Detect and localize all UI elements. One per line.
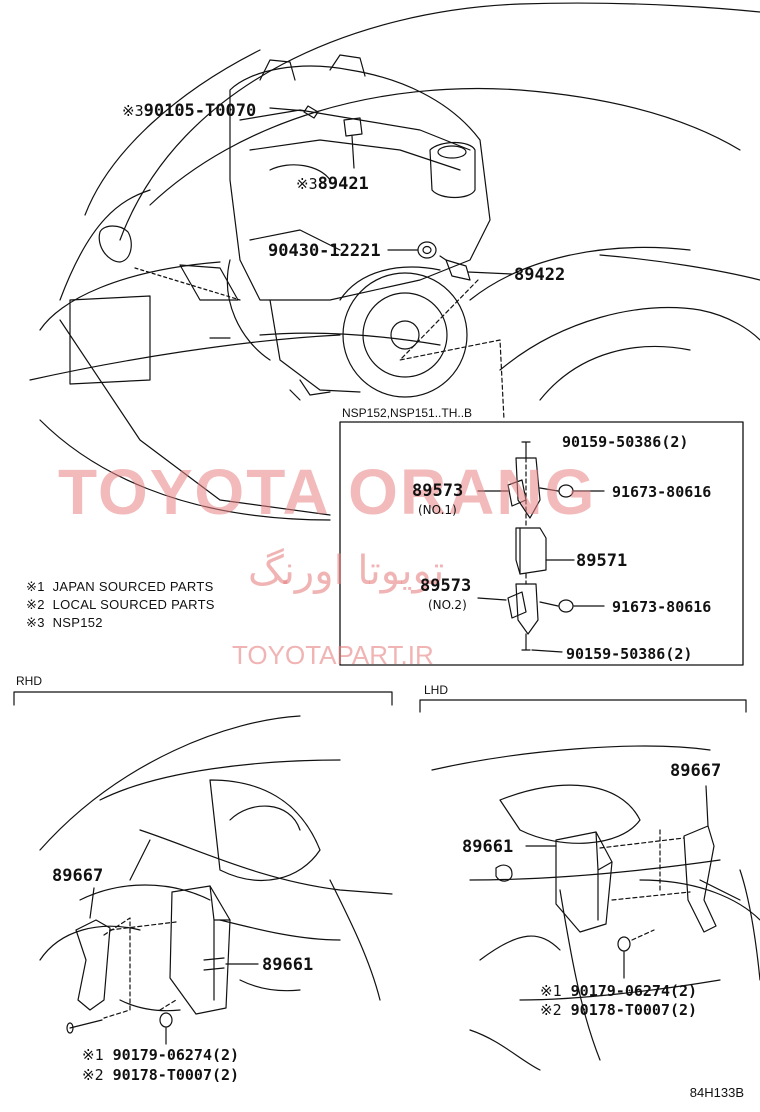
note-mark: ※3 <box>296 175 318 193</box>
part-89421-sensor-drawing <box>343 117 363 169</box>
label-90159-top: 90159-50386(2) <box>562 433 689 451</box>
part-89422-sensor-drawing <box>439 255 513 281</box>
legend-item-japan: ※1 JAPAN SOURCED PARTS <box>26 579 214 594</box>
detail-box-parts <box>477 441 605 653</box>
label-lhd-90179: ※1 90179-06274(2) <box>540 982 698 1000</box>
engine-assembly <box>226 54 491 401</box>
lhd-nut-drawing <box>617 929 655 979</box>
rhd-bracket-drawing <box>66 887 177 1034</box>
label-91673-top: 91673-80616 <box>612 483 712 501</box>
label-89422: 89422 <box>514 265 566 285</box>
label-89573-no1: 89573 <box>412 481 464 501</box>
label-rhd-90179: ※1 90179-06274(2) <box>82 1046 240 1064</box>
section-title-lhd: LHD <box>424 683 449 697</box>
label-89571: 89571 <box>576 551 628 571</box>
label-91673-bottom: 91673-80616 <box>612 598 712 616</box>
detail-box-title: NSP152,NSP151..TH..B <box>342 406 473 420</box>
lhd-section-bracket <box>419 699 747 713</box>
lhd-small-clip-drawing <box>495 864 513 882</box>
note-mark: ※3 <box>122 102 144 120</box>
rhd-interior-outline <box>39 715 393 1012</box>
label-90159-bottom: 90159-50386(2) <box>566 645 693 663</box>
label-rhd-89667: 89667 <box>52 866 104 886</box>
label-lhd-89661: 89661 <box>462 837 514 857</box>
lhd-interior-outline <box>431 745 760 1071</box>
legend-item-nsp152: ※3 NSP152 <box>26 615 103 630</box>
rhd-ecu-drawing <box>169 885 259 1015</box>
label-90430: 90430-12221 <box>268 241 381 261</box>
lhd-bracket-drawing <box>599 785 717 933</box>
label-rhd-89661: 89661 <box>262 955 314 975</box>
label-lhd-90178: ※2 90178-T0007(2) <box>540 1001 698 1019</box>
part-90430-gasket-drawing <box>387 241 437 259</box>
label-89421: ※389421 <box>296 174 369 194</box>
leader-to-detail-box <box>399 279 505 421</box>
watermark-url: TOYOTAPART.IR <box>232 640 434 670</box>
section-title-rhd: RHD <box>16 674 42 688</box>
watermark-persian: تویوتا اورنگ <box>248 548 445 594</box>
label-90105: ※390105-T0070 <box>122 101 257 121</box>
rhd-nut-drawing <box>159 999 177 1045</box>
rhd-section-bracket <box>13 691 393 706</box>
detail-box-frame <box>339 421 744 666</box>
lhd-ecu-drawing <box>525 831 613 933</box>
label-rhd-90178: ※2 90178-T0007(2) <box>82 1066 240 1084</box>
legend-item-local: ※2 LOCAL SOURCED PARTS <box>26 597 215 612</box>
label-89573-no2: 89573 <box>420 576 472 596</box>
label-lhd-89667: 89667 <box>670 761 722 781</box>
label-no1: (NO.1) <box>418 503 457 517</box>
diagram-code: 84H133B <box>689 1085 744 1100</box>
part-90105-bolt-drawing <box>269 105 319 119</box>
vehicle-front-outline <box>29 2 760 521</box>
watermark-main: TOYOTA ORANG <box>58 456 597 528</box>
label-no2: (NO.2) <box>428 598 467 612</box>
